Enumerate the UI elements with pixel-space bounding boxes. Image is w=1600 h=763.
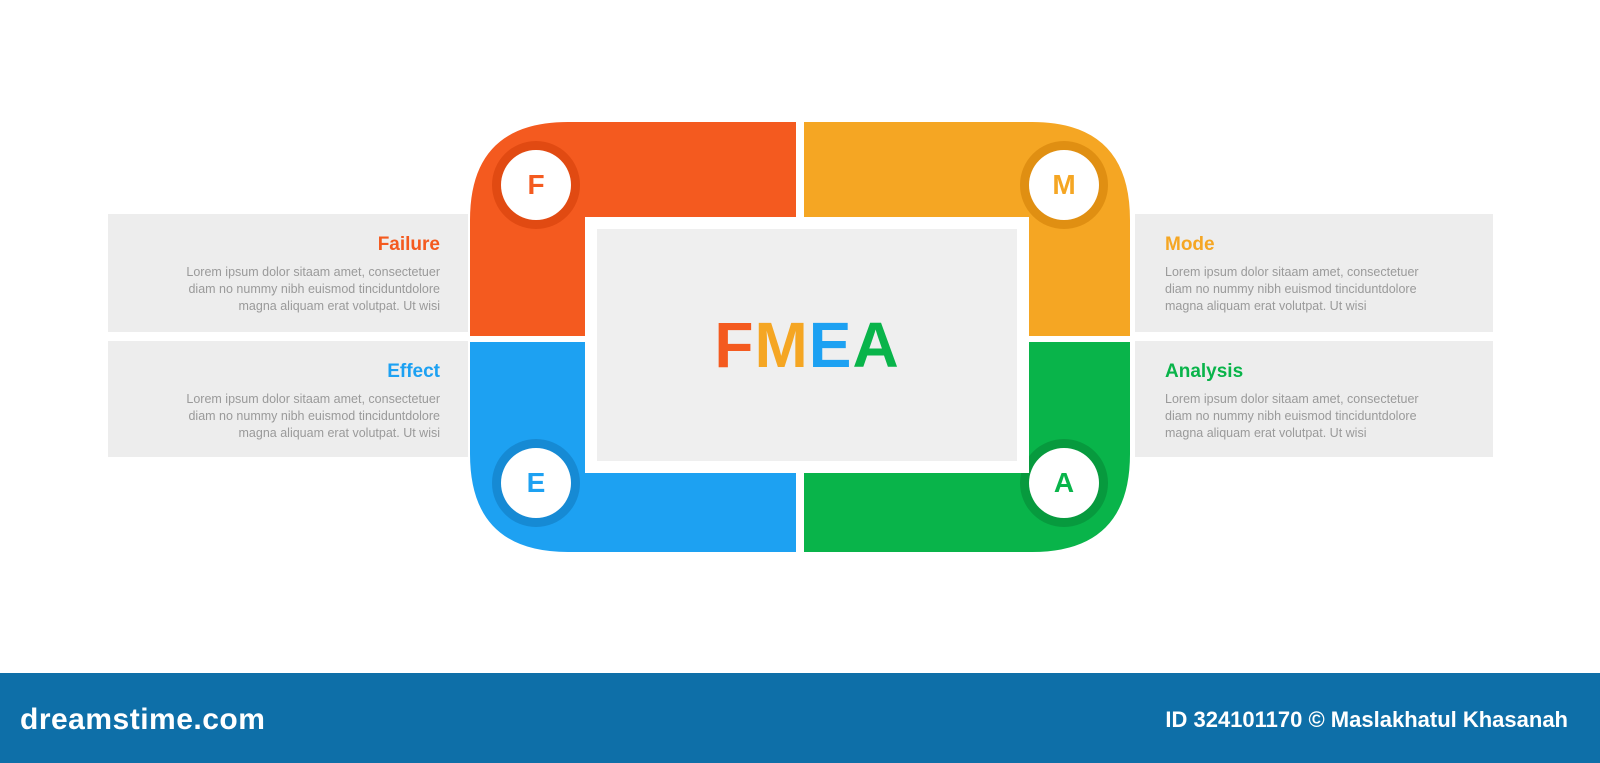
center-letter-m: M [754, 309, 809, 381]
panel-failure: Failure Lorem ipsum dolor sitaam amet, c… [108, 214, 468, 332]
center-letter-a: A [852, 309, 900, 381]
mode-letter: M [1052, 169, 1076, 200]
failure-letter: F [527, 169, 545, 200]
failure-letter-circle: F [501, 150, 571, 220]
center-title: FMEA [714, 308, 899, 382]
footer-bar: dreamstime.com ID 324101170 © Maslakhatu… [0, 673, 1600, 763]
footer-credit: ID 324101170 © Maslakhatul Khasanah [1165, 707, 1568, 732]
panel-analysis: Analysis Lorem ipsum dolor sitaam amet, … [1135, 341, 1493, 457]
mode-description: Lorem ipsum dolor sitaam amet, consectet… [1165, 265, 1419, 313]
panel-effect: Effect Lorem ipsum dolor sitaam amet, co… [108, 341, 468, 457]
panel-mode: Mode Lorem ipsum dolor sitaam amet, cons… [1135, 214, 1493, 332]
footer-logo[interactable]: dreamstime.com [20, 703, 266, 736]
effect-description: Lorem ipsum dolor sitaam amet, consectet… [186, 392, 440, 440]
center-box: FMEA [585, 217, 1029, 473]
analysis-description: Lorem ipsum dolor sitaam amet, consectet… [1165, 392, 1419, 440]
failure-title: Failure [377, 234, 440, 255]
analysis-letter-circle: A [1029, 448, 1099, 518]
analysis-title: Analysis [1165, 361, 1244, 382]
effect-letter: E [526, 467, 546, 498]
failure-description: Lorem ipsum dolor sitaam amet, consectet… [186, 265, 440, 313]
center-letter-e: E [808, 309, 853, 381]
effect-letter-circle: E [501, 448, 571, 518]
mode-letter-circle: M [1029, 150, 1099, 220]
analysis-letter: A [1053, 467, 1075, 498]
effect-title: Effect [387, 361, 440, 382]
center-letter-f: F [714, 309, 755, 381]
mode-title: Mode [1165, 234, 1215, 255]
